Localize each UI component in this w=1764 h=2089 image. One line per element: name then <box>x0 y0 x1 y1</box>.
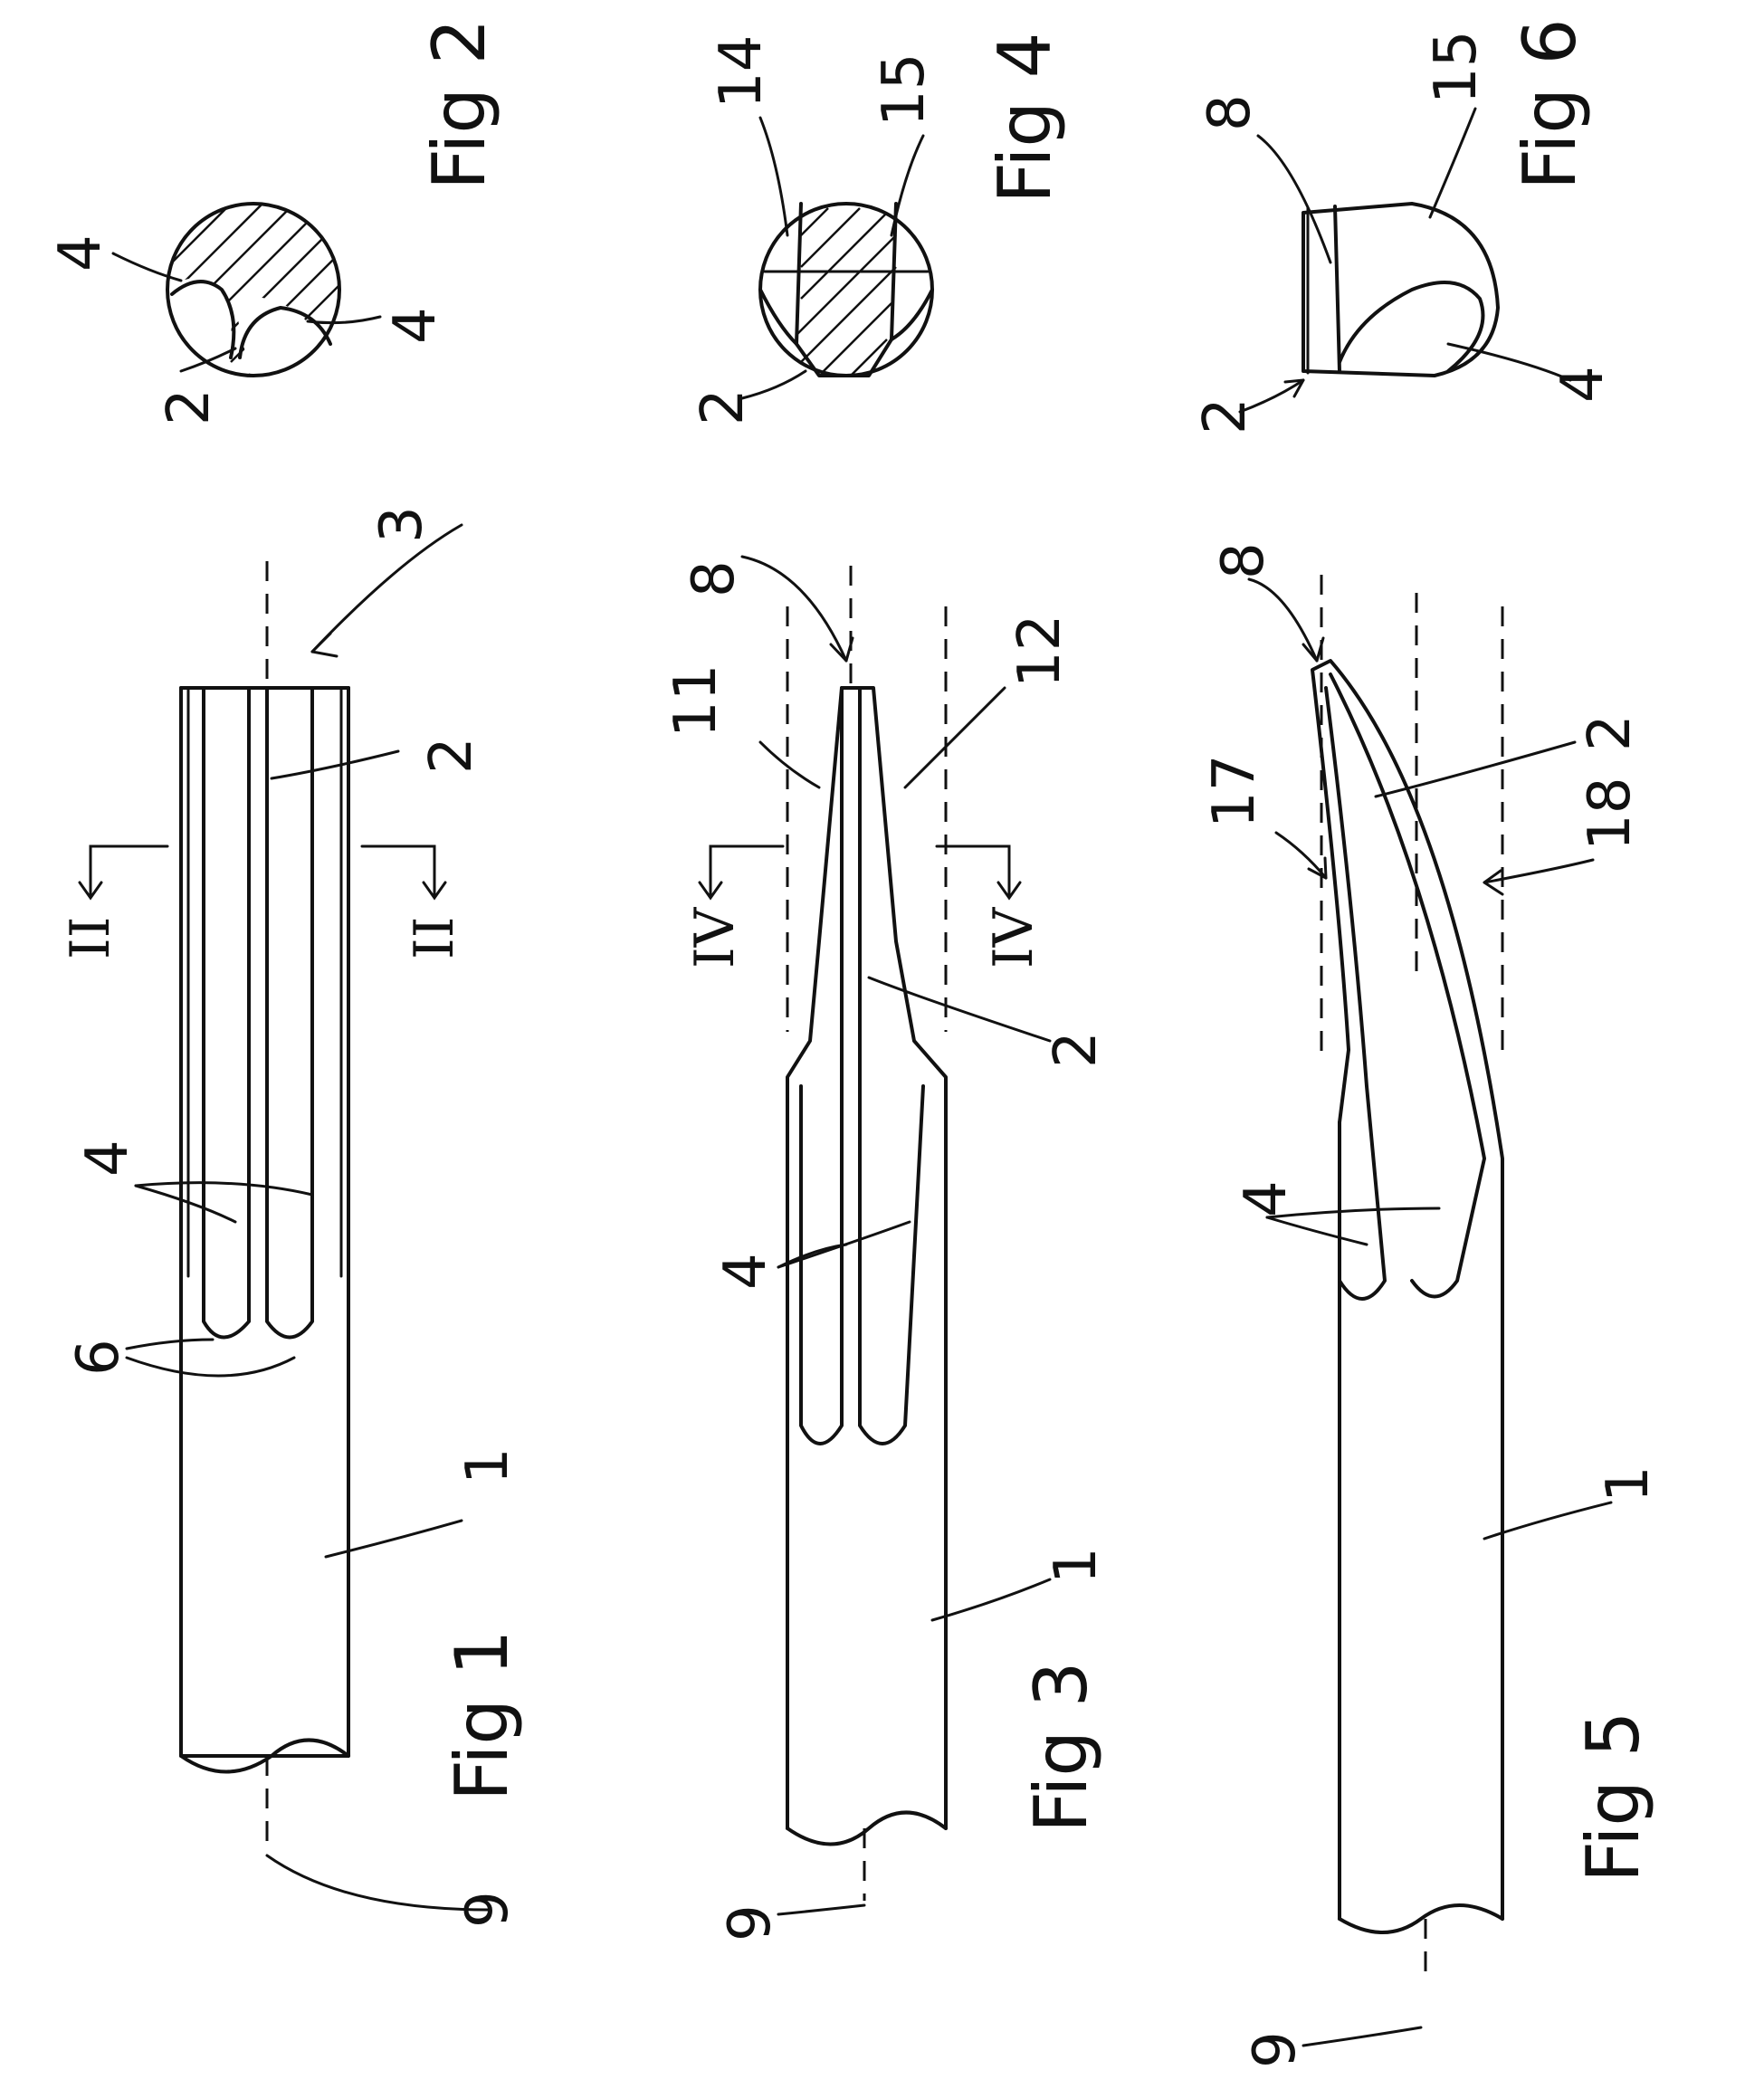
fig1-label-2: 2 <box>418 737 485 774</box>
fig3-leader-12 <box>905 688 1005 787</box>
fig6-leader-8 <box>1258 136 1330 262</box>
fig3-section-mark-left: IV <box>683 906 747 968</box>
fig5-flute-left <box>1326 688 1385 1299</box>
fig1-label-6: 6 <box>65 1339 132 1376</box>
fig3-leader-1 <box>932 1579 1050 1620</box>
fig3-flute-left <box>801 688 842 1444</box>
fig6-leader-15 <box>1430 109 1475 217</box>
fig2-label-4a: 4 <box>47 234 114 272</box>
fig1-label-1: 1 <box>454 1447 521 1484</box>
fig3-caption: Fig 3 <box>1019 1661 1103 1833</box>
fig2-label-2: 2 <box>156 388 223 425</box>
fig3-leader-4b <box>778 1222 910 1267</box>
fig2-label-4b: 4 <box>382 307 449 344</box>
fig5-label-18: 18 <box>1577 777 1644 851</box>
fig3-flute-right <box>860 688 923 1444</box>
fig5-leader-9 <box>1303 2027 1421 2046</box>
fig3-label-11: 11 <box>663 664 729 738</box>
fig5-label-4: 4 <box>1233 1180 1300 1217</box>
fig4-caption: Fig 4 <box>983 32 1067 204</box>
fig3-label-4: 4 <box>712 1253 779 1290</box>
fig1-section-arrow-right <box>362 846 434 896</box>
fig1-label-9: 9 <box>454 1891 521 1928</box>
fig6-caption: Fig 6 <box>1508 18 1592 190</box>
fig6-drawing: 8 15 2 4 Fig 6 <box>1192 18 1616 434</box>
fig2-caption: Fig 2 <box>417 18 501 190</box>
fig4-label-15: 15 <box>871 53 938 127</box>
fig1-leader-3 <box>312 525 462 652</box>
fig1-section-mark-left: II <box>59 917 122 959</box>
fig3-label-2: 2 <box>1043 1031 1110 1068</box>
fig6-label-4: 4 <box>1549 366 1616 403</box>
fig5-label-8: 8 <box>1210 542 1277 579</box>
fig3-break-line <box>787 1813 946 1845</box>
fig5-label-17: 17 <box>1201 755 1268 828</box>
fig3-leader-9 <box>778 1905 864 1914</box>
fig1-caption: Fig 1 <box>440 1629 524 1801</box>
fig3-leader-11 <box>760 742 819 787</box>
fig6-label-8: 8 <box>1197 94 1263 131</box>
fig1-leader-2 <box>272 751 398 778</box>
fig5-leader-2 <box>1376 742 1575 796</box>
fig3-label-12: 12 <box>1006 615 1073 688</box>
fig5-caption: Fig 5 <box>1571 1711 1655 1883</box>
fig1-flute-left <box>204 688 249 1338</box>
fig5-leader-4a <box>1267 1217 1367 1245</box>
fig2-drawing: 4 2 4 Fig 2 <box>47 18 501 425</box>
fig1-label-3: 3 <box>368 506 435 543</box>
fig1-leader-6b <box>127 1358 294 1376</box>
fig3-leader-2 <box>869 978 1050 1041</box>
fig1-shank-outline <box>181 688 348 1756</box>
fig1-section-mark-right: II <box>403 917 466 959</box>
fig1-leader-6a <box>127 1340 213 1349</box>
fig3-section-arrow-left <box>710 846 783 896</box>
fig5-curved-outline <box>1312 661 1502 1919</box>
fig1-drawing: II II 3 2 4 6 1 9 Fig 1 <box>59 506 524 1928</box>
fig5-label-1: 1 <box>1595 1465 1662 1502</box>
fig5-flute-right <box>1330 674 1484 1297</box>
fig4-label-2: 2 <box>690 388 757 425</box>
fig4-label-14: 14 <box>708 35 775 109</box>
fig1-flute-right <box>267 688 312 1338</box>
fig5-label-2: 2 <box>1577 714 1644 751</box>
fig5-break-line <box>1340 1905 1502 1932</box>
fig3-label-1: 1 <box>1043 1547 1110 1584</box>
fig1-section-arrow-left <box>91 846 167 896</box>
fig6-label-15: 15 <box>1423 31 1490 104</box>
fig3-section-mark-right: IV <box>982 906 1045 968</box>
fig1-label-4: 4 <box>74 1140 141 1177</box>
fig1-leader-4a <box>136 1186 235 1222</box>
fig6-flute <box>1340 282 1483 371</box>
fig3-tapered-outline <box>787 688 946 1828</box>
fig5-drawing: 8 17 2 18 4 1 9 Fig 5 <box>1201 542 1662 2068</box>
fig3-label-9: 9 <box>717 1904 784 1941</box>
fig3-drawing: IV IV 8 11 12 2 4 1 9 Fig 3 <box>663 557 1110 1941</box>
fig5-leader-17 <box>1276 833 1326 878</box>
fig6-label-2: 2 <box>1192 397 1259 434</box>
fig6-web-line <box>1335 206 1340 371</box>
fig5-label-9: 9 <box>1242 2031 1309 2068</box>
fig3-section-arrow-right <box>937 846 1009 896</box>
fig1-leader-1 <box>326 1521 462 1557</box>
fig3-label-8: 8 <box>681 560 748 597</box>
fig4-drawing: 14 15 2 Fig 4 <box>690 32 1067 425</box>
fig1-arrow-3 <box>312 634 337 656</box>
